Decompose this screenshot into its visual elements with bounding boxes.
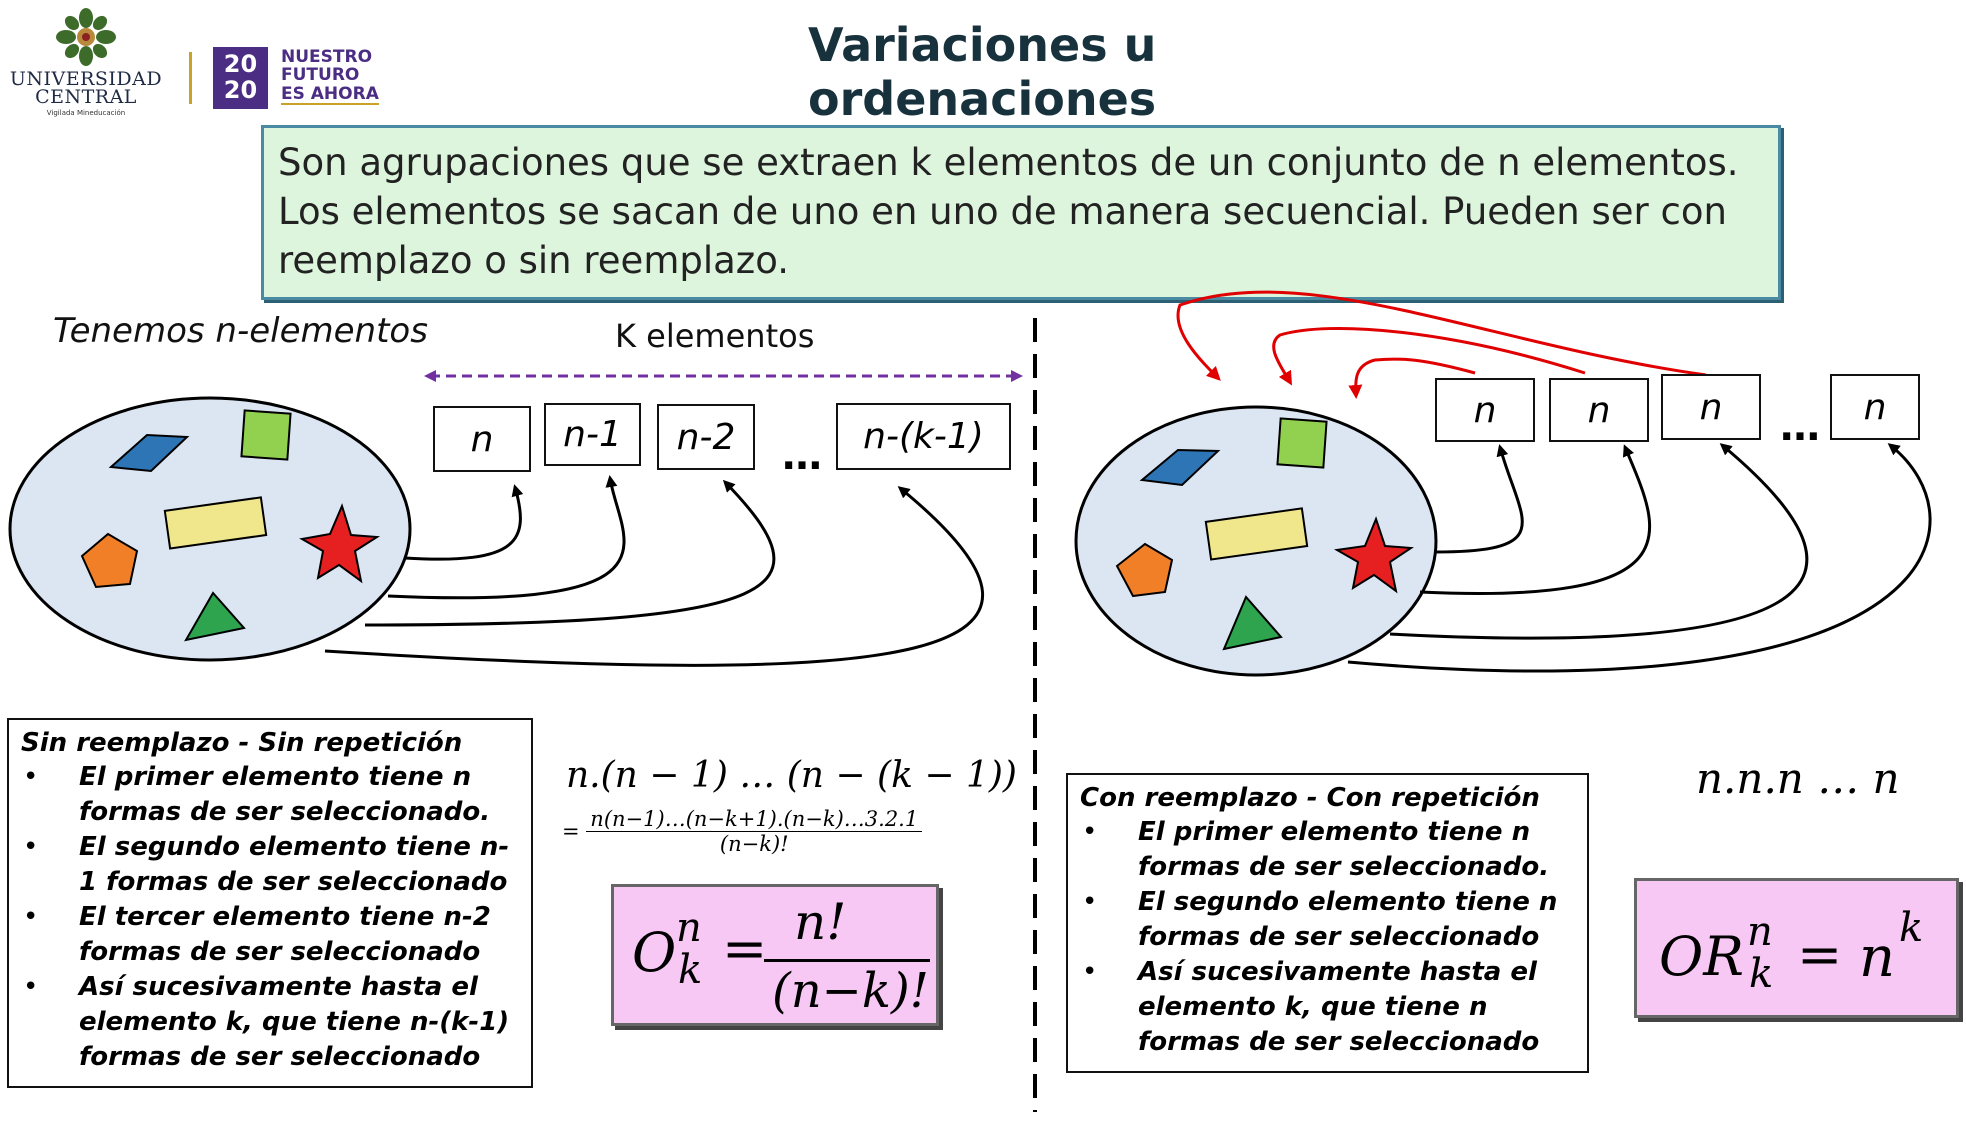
right-box-2: n xyxy=(1549,378,1649,442)
red-return-arrow-3 xyxy=(1348,357,1476,399)
university-motto: Vigilada Mineducación xyxy=(46,109,126,117)
slogan-line1: NUESTRO xyxy=(281,47,373,67)
formula-O: O xyxy=(632,921,677,984)
list-item: El primer elemento tiene n formas de ser… xyxy=(1080,815,1575,885)
red-star-icon xyxy=(299,503,381,584)
left-arrow-1 xyxy=(404,484,524,561)
green-square-icon xyxy=(240,409,292,461)
variation-with-repetition-formula-box: OR n k = n k xyxy=(1634,878,1959,1018)
k-elements-label: K elementos xyxy=(615,317,815,355)
slogan: NUESTRO FUTURO ES AHORA xyxy=(281,48,401,105)
list-item: El tercer elemento tiene n-2 formas de s… xyxy=(21,900,519,970)
left-box-n: n xyxy=(433,406,531,472)
right-box-3: n xyxy=(1661,374,1761,440)
green-square-icon-right xyxy=(1276,417,1328,469)
formula-O-sub: k xyxy=(678,947,703,993)
formula-eq: = xyxy=(722,917,768,980)
red-star-icon-right xyxy=(1333,516,1414,594)
right-box-4: n xyxy=(1830,374,1920,440)
year-badge: 20 20 xyxy=(213,47,268,109)
expansion-denominator: (n−k)! xyxy=(719,832,789,856)
list-item: Así sucesivamente hasta el elemento k, q… xyxy=(1080,955,1575,1060)
formula-O-sup: n xyxy=(676,905,702,951)
with-replacement-product: n.n.n … n xyxy=(1696,754,1900,803)
right-box-1: n xyxy=(1435,378,1535,442)
left-arrow-3 xyxy=(364,479,776,627)
red-return-arrow-1 xyxy=(1176,290,1707,381)
orange-pentagon-icon xyxy=(80,532,139,589)
year-bottom: 20 xyxy=(223,76,258,104)
right-arrow-1 xyxy=(1434,444,1524,554)
formula-OR-sup: n xyxy=(1747,909,1773,955)
left-arrow-4 xyxy=(324,486,984,667)
formula-denominator: (n−k)! xyxy=(772,963,929,1019)
left-box-n-minus-2: n-2 xyxy=(657,404,755,470)
page-title: Variaciones u ordenaciones xyxy=(808,18,1157,126)
formula-OR-eq: = xyxy=(1797,923,1843,986)
expansion-equation: = n(n−1)…(n−k+1).(n−k)…3.2.1 (n−k)! xyxy=(562,807,923,856)
expansion-fraction: n(n−1)…(n−k+1).(n−k)…3.2.1 (n−k)! xyxy=(586,807,923,856)
formula-numerator: n! xyxy=(794,893,847,951)
yellow-rectangle-icon xyxy=(163,496,268,550)
slogan-line3: ES AHORA xyxy=(281,84,379,105)
set-label: Tenemos n-elementos xyxy=(53,311,428,351)
university-name-line1: UNIVERSIDAD xyxy=(9,68,163,90)
red-return-arrow-2 xyxy=(1272,326,1586,386)
permutation-formula-box: O n k = n! (n−k)! xyxy=(611,884,939,1026)
with-replacement-title: Con reemplazo - Con repetición xyxy=(1080,783,1540,813)
without-replacement-product: n.(n − 1) … (n − (k − 1)) xyxy=(566,755,1017,796)
list-item: El primer elemento tiene n formas de ser… xyxy=(21,760,519,830)
list-item: El segundo elemento tiene n-1 formas de … xyxy=(21,830,519,900)
logo-divider xyxy=(189,52,192,104)
orange-pentagon-icon-right xyxy=(1115,542,1174,598)
university-name-line2: CENTRAL xyxy=(35,86,137,108)
definition-box: Son agrupaciones que se extraen k elemen… xyxy=(261,125,1781,300)
left-ellipsis: … xyxy=(782,433,822,479)
right-ellipsis: … xyxy=(1780,404,1820,450)
right-arrow-4 xyxy=(1347,443,1932,673)
list-item: El segundo elemento tiene n formas de se… xyxy=(1080,885,1575,955)
left-set xyxy=(8,396,412,662)
year-top: 20 xyxy=(223,50,258,78)
formula-fraction-bar xyxy=(764,959,930,962)
expansion-eq-sign: = xyxy=(562,819,580,844)
without-replacement-box: Sin reemplazo - Sin repetición El primer… xyxy=(7,718,533,1088)
formula-OR-exp: k xyxy=(1899,905,1924,951)
slogan-line2: FUTURO xyxy=(281,65,360,85)
with-replacement-box: Con reemplazo - Con repetición El primer… xyxy=(1066,773,1589,1073)
without-replacement-title: Sin reemplazo - Sin repetición xyxy=(21,728,463,758)
right-arrow-2 xyxy=(1419,444,1652,595)
left-arrow-2 xyxy=(387,475,626,600)
formula-OR-sub: k xyxy=(1749,951,1774,997)
left-box-n-minus-k-minus-1: n-(k-1) xyxy=(836,403,1011,470)
green-triangle-icon xyxy=(184,591,246,642)
crest-icon xyxy=(56,8,116,66)
expansion-numerator: n(n−1)…(n−k+1).(n−k)…3.2.1 xyxy=(586,807,923,832)
blue-rhombus-icon-right xyxy=(1139,448,1221,487)
left-box-n-minus-1: n-1 xyxy=(544,403,641,466)
right-arrow-3 xyxy=(1389,443,1809,640)
university-logo: UNIVERSIDAD CENTRAL Vigilada Mineducació… xyxy=(0,8,175,118)
green-triangle-icon-right xyxy=(1222,595,1283,651)
right-set xyxy=(1074,405,1438,677)
blue-rhombus-icon xyxy=(108,433,190,473)
formula-OR: OR xyxy=(1659,925,1744,988)
list-item: Así sucesivamente hasta el elemento k, q… xyxy=(21,970,519,1075)
yellow-rectangle-icon-right xyxy=(1204,507,1309,561)
formula-OR-rhs: n xyxy=(1859,925,1896,990)
